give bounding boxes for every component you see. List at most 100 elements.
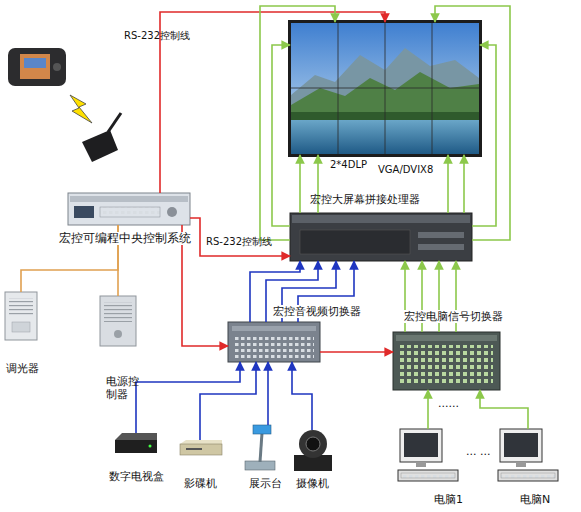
node-caption: 电源控制器 <box>106 375 141 401</box>
power-controller-cabinet-part <box>104 302 132 322</box>
central-control-unit-part <box>74 206 94 218</box>
wireless-symbol <box>70 95 92 123</box>
splicing-processor-part <box>418 232 464 238</box>
video-wall-part <box>291 23 479 154</box>
video-wall-part-part <box>385 23 386 154</box>
central-control-unit-part <box>70 196 188 202</box>
tv-box-part <box>115 433 157 440</box>
computer-part <box>400 429 442 462</box>
signal-connector <box>136 362 240 433</box>
device-box: 调光器 <box>5 292 37 340</box>
computer-box: 电脑1 <box>398 429 458 481</box>
node-caption: 摄像机 <box>296 477 329 490</box>
device-box: 电源控制器 <box>100 296 136 346</box>
central-control-unit-part <box>167 207 177 217</box>
computer-part <box>516 462 526 467</box>
node-caption: 影碟机 <box>184 477 217 490</box>
edge-label: RS-232控制线 <box>206 236 272 248</box>
splicing-processor <box>290 213 472 261</box>
video-wall-part-part <box>338 23 339 154</box>
dimmer-cabinet-part <box>9 298 33 316</box>
touch-panel-part <box>24 58 46 68</box>
node-caption: 调光器 <box>6 362 39 375</box>
video-wall-part <box>291 23 479 154</box>
av-matrix-switcher-part <box>232 326 316 331</box>
tv-box-part <box>115 440 157 453</box>
signal-connector <box>472 45 496 226</box>
dvd-player-part <box>186 448 202 450</box>
central-control-unit <box>68 193 190 225</box>
power-controller-cabinet-part <box>100 296 136 346</box>
computer-signal-switcher-part <box>393 332 500 390</box>
signal-connector <box>272 45 290 226</box>
computer-part <box>500 429 542 462</box>
tv-box-part <box>149 445 152 448</box>
splicing-processor-part <box>290 213 472 261</box>
document-camera-part <box>260 433 262 462</box>
tv-box <box>115 433 157 453</box>
node-caption: 展示台 <box>249 477 282 490</box>
computer <box>398 429 458 481</box>
signal-connector <box>463 155 465 213</box>
dimmer-cabinet-part <box>12 322 30 332</box>
node-caption: 电脑N <box>520 493 550 506</box>
computer-signal-switcher <box>393 332 500 390</box>
wireless-receiver <box>82 113 121 162</box>
splicing-processor-part <box>292 215 470 223</box>
central-control-unit-part <box>68 193 190 225</box>
device-box: 摄像机 <box>294 430 332 471</box>
ellipsis-label: ...... <box>438 398 459 410</box>
computer-part <box>501 473 555 478</box>
touch-panel-part <box>20 54 50 79</box>
video-camera-part <box>299 430 327 458</box>
dvd-player-part <box>180 444 222 455</box>
node-caption: 宏控大屏幕拼接处理器 <box>310 193 420 206</box>
wireless-receiver-part <box>82 130 118 162</box>
av-matrix-switcher <box>228 322 320 362</box>
computer-part <box>498 470 558 481</box>
video-wall-part-part <box>432 23 433 154</box>
signal-connector <box>427 390 429 429</box>
node-caption: 电脑1 <box>434 493 463 506</box>
video-camera-part <box>306 437 320 451</box>
splicing-processor-part <box>300 230 410 254</box>
controller-box: 宏控可编程中央控制系统 <box>68 193 190 225</box>
dimmer-cabinet <box>5 292 37 340</box>
computer-box: 电脑N <box>498 429 558 481</box>
device-box: 影碟机 <box>180 440 222 455</box>
signal-connector <box>292 362 312 430</box>
av-matrix-switcher-part <box>234 334 314 358</box>
signal-connector <box>480 390 528 429</box>
signal-connector <box>200 362 256 440</box>
computer-signal-switcher-part <box>400 345 493 385</box>
computer-part <box>504 433 538 457</box>
node-caption: 宏控音视频切换器 <box>272 305 362 318</box>
power-controller-cabinet-part <box>114 330 122 338</box>
video-wall-box: 2*4DLP <box>290 22 480 155</box>
dimmer-cabinet-part <box>5 292 37 340</box>
computer-part <box>404 433 438 457</box>
signal-connector <box>190 218 290 256</box>
device-box: 展示台 <box>245 425 275 470</box>
computer-part <box>398 470 458 481</box>
dvd-player <box>180 440 222 455</box>
video-wall-part <box>288 20 482 157</box>
signal-connector <box>320 351 393 353</box>
computer-signal-switcher-part <box>396 335 497 341</box>
wireless-receiver-part <box>108 113 121 132</box>
device-box: 数字电视盒 <box>115 433 157 453</box>
computer-part <box>416 462 426 467</box>
document-camera-part <box>253 425 271 434</box>
computer <box>498 429 558 481</box>
signal-connector <box>267 362 269 425</box>
node-caption: 2*4DLP <box>330 158 367 171</box>
node-caption: 数字电视盒 <box>109 470 164 483</box>
node-caption: 宏控可编程中央控制系统 <box>58 232 192 245</box>
switcher-box: 宏控音视频切换器 <box>228 322 320 362</box>
video-wall <box>288 20 482 157</box>
touch-panel-part <box>8 48 66 86</box>
document-camera-part <box>245 461 275 470</box>
